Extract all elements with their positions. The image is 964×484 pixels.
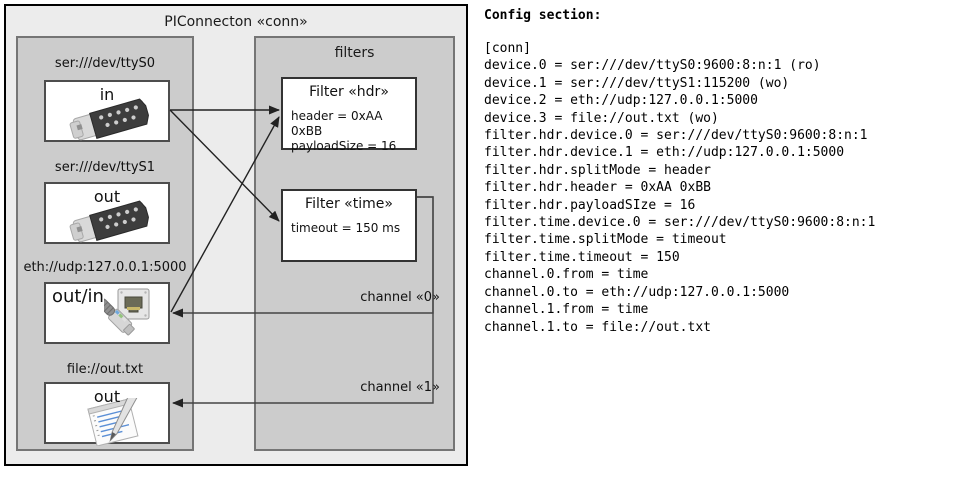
device-io-file: out (93, 387, 121, 406)
ethernet-jack-icon (97, 288, 166, 348)
device-box-eth[interactable]: out/in (44, 282, 170, 344)
filter-title-time: Filter «time» (305, 196, 393, 212)
device-io-ttys0: in (99, 85, 115, 104)
filter-props-time: timeout = 150 ms (291, 221, 400, 236)
config-text: [conn] device.0 = ser:///dev/ttyS0:9600:… (484, 41, 876, 335)
filter-prop: payloadSize = 16 (291, 139, 397, 153)
config-heading: Config section: (484, 8, 602, 23)
device-box-file[interactable]: out (44, 382, 170, 447)
device-label-ttys1: ser:///dev/ttyS1 (54, 160, 156, 175)
device-io-eth: out/in (52, 286, 104, 307)
diagram-title: PIConnecton «conn» (164, 14, 308, 30)
device-box-ttys1[interactable]: out (44, 182, 170, 244)
filter-props-hdr: header = 0xAA 0xBB payloadSize = 16 (291, 109, 415, 154)
architecture-diagram: PIConnecton «conn» ser:///dev/ttyS0 in (0, 0, 478, 484)
device-box-ttys0[interactable]: in (44, 80, 170, 142)
filter-box-hdr[interactable]: Filter «hdr» header = 0xAA 0xBB payloadS… (281, 77, 417, 153)
config-section: Config section: [conn] device.0 = ser://… (482, 0, 964, 484)
channel-label-1: channel «1» (360, 380, 440, 395)
filters-panel-title: filters (334, 45, 375, 61)
filter-title-hdr: Filter «hdr» (309, 84, 389, 100)
filter-prop: timeout = 150 ms (291, 221, 401, 235)
device-io-ttys1: out (93, 187, 121, 206)
device-label-ttys0: ser:///dev/ttyS0 (54, 56, 156, 71)
device-label-eth: eth://udp:127.0.0.1:5000 (23, 260, 187, 275)
filter-prop: header = 0xAA 0xBB (291, 109, 383, 138)
channel-label-0: channel «0» (360, 290, 440, 305)
filter-box-time[interactable]: Filter «time» timeout = 150 ms (281, 189, 417, 262)
device-label-file: file://out.txt (66, 362, 144, 377)
